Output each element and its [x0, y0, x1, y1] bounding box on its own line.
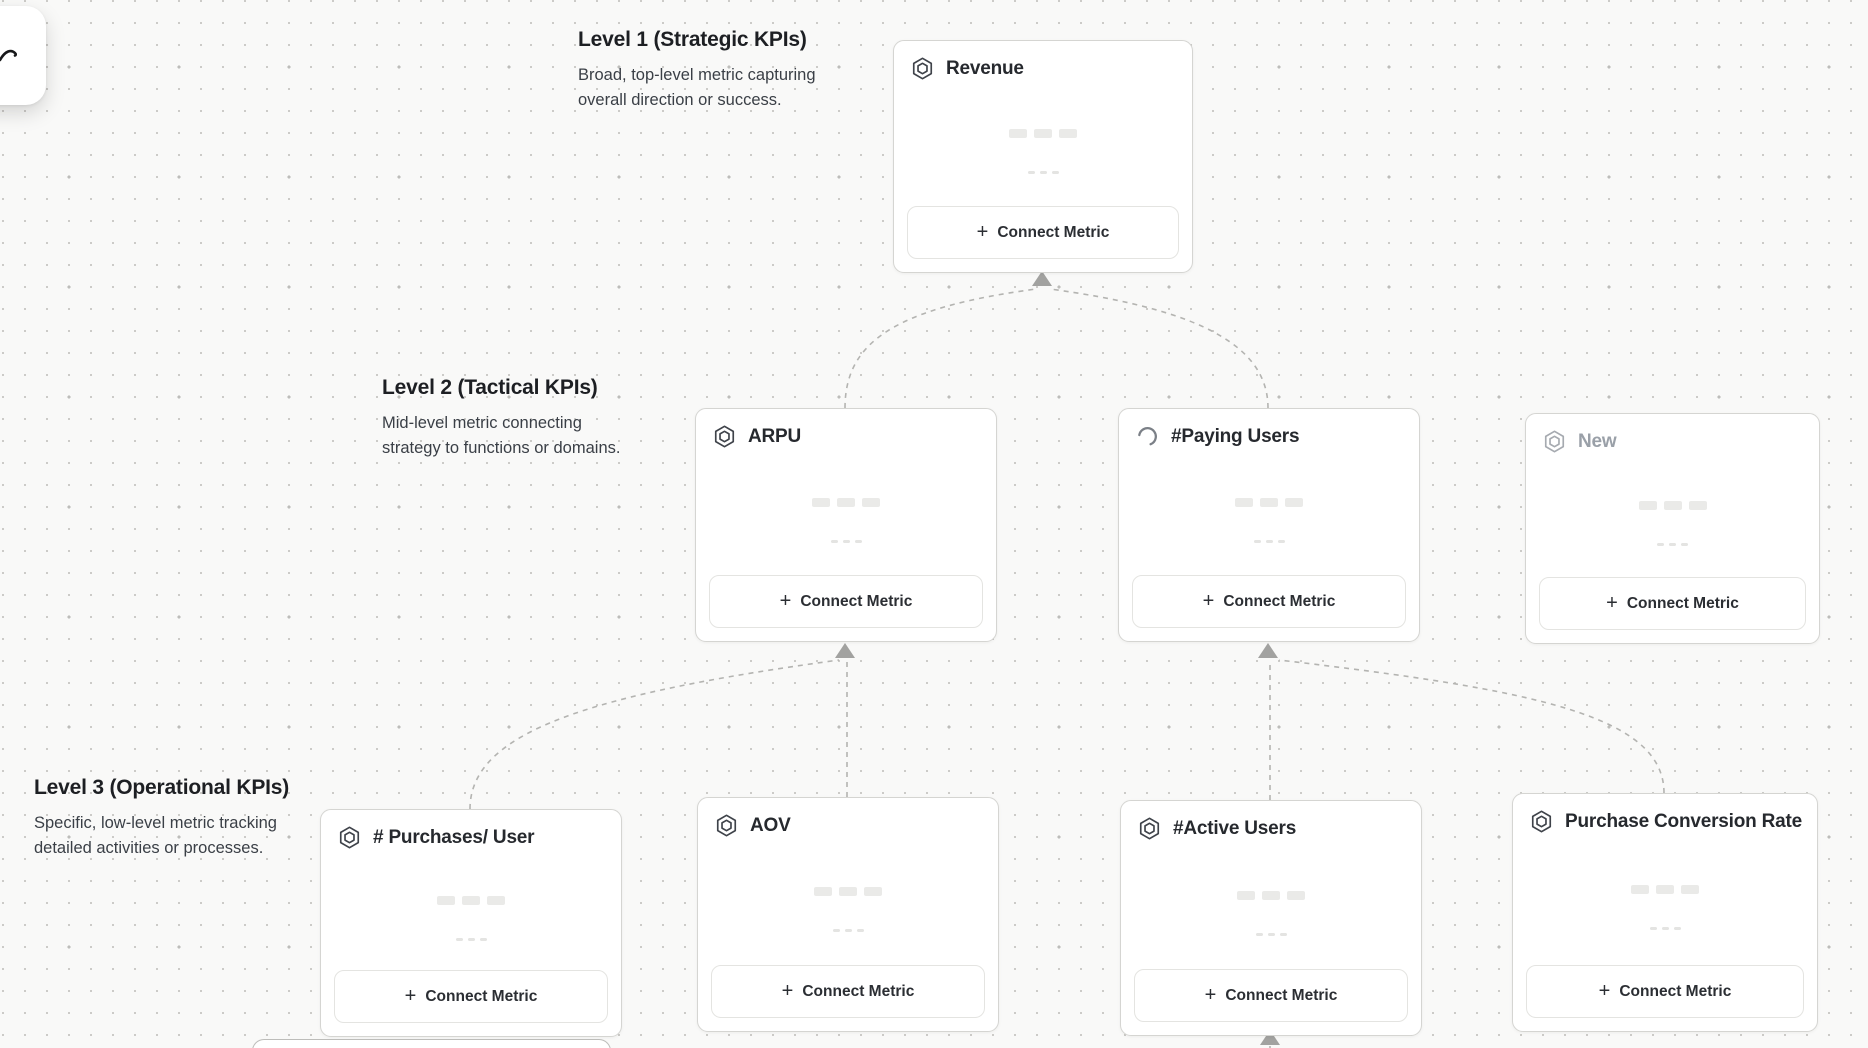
connect-metric-label: Connect Metric	[800, 592, 913, 610]
scribble-icon	[0, 40, 24, 71]
connect-metric-button[interactable]: + Connect Metric	[1526, 965, 1804, 1018]
chart-skeleton	[698, 858, 998, 961]
metric-card-title: #Paying Users	[1171, 425, 1300, 447]
connect-metric-label: Connect Metric	[1626, 594, 1739, 612]
plus-icon: +	[404, 984, 417, 1007]
metric-card-title: AOV	[750, 814, 791, 836]
level-1-annotation: Level 1 (Strategic KPIs) Broad, top-leve…	[578, 28, 830, 113]
spinner-icon	[1135, 424, 1160, 449]
connect-metric-button[interactable]: + Connect Metric	[711, 965, 985, 1018]
plus-icon: +	[1598, 979, 1611, 1002]
connect-metric-button[interactable]: + Connect Metric	[907, 206, 1179, 259]
edge-pcr-to-paying-users	[1278, 659, 1665, 794]
hexagon-icon	[1542, 429, 1567, 454]
metric-card-title: Purchase Conversion Rate	[1565, 810, 1803, 832]
chart-skeleton	[696, 469, 996, 571]
metric-card-revenue[interactable]: Revenue + Connect Metric	[893, 40, 1193, 273]
connect-metric-button[interactable]: + Connect Metric	[334, 970, 608, 1023]
metric-card-title: ARPU	[748, 425, 802, 447]
metric-card-paying-users[interactable]: #Paying Users + Connect Metric	[1118, 408, 1420, 642]
level-2-title: Level 2 (Tactical KPIs)	[382, 376, 598, 399]
chart-skeleton	[1513, 854, 1817, 961]
metric-card-partial-bottom[interactable]	[252, 1039, 611, 1048]
plus-icon: +	[781, 979, 794, 1002]
plus-icon: +	[1606, 591, 1618, 614]
level-3-annotation: Level 3 (Operational KPIs) Specific, low…	[34, 776, 308, 861]
chart-skeleton	[321, 870, 621, 966]
chart-skeleton	[1526, 474, 1819, 573]
metric-card-new[interactable]: New + Connect Metric	[1525, 413, 1820, 644]
metric-card-aov[interactable]: AOV + Connect Metric	[697, 797, 999, 1032]
metric-card-arpu[interactable]: ARPU + Connect Metric	[695, 408, 997, 642]
connect-metric-button[interactable]: + Connect Metric	[1134, 969, 1408, 1022]
plus-icon: +	[779, 589, 792, 612]
metric-card-title: New	[1578, 430, 1617, 452]
connect-metric-button[interactable]: + Connect Metric	[1539, 577, 1806, 630]
connect-metric-label: Connect Metric	[425, 987, 538, 1005]
chart-skeleton	[1119, 469, 1419, 571]
metric-card-active-users[interactable]: #Active Users + Connect Metric	[1120, 800, 1422, 1036]
level-2-annotation: Level 2 (Tactical KPIs) Mid-level metric…	[382, 376, 638, 461]
metric-card-purchase-conversion-rate[interactable]: Purchase Conversion Rate + Connect Metri…	[1512, 793, 1818, 1032]
connect-metric-label: Connect Metric	[1619, 982, 1732, 1000]
connect-metric-label: Connect Metric	[802, 982, 915, 1000]
floating-panel[interactable]	[0, 6, 46, 105]
hexagon-icon	[1529, 809, 1554, 834]
connect-metric-label: Connect Metric	[1225, 986, 1338, 1004]
edge-purchases-to-arpu	[469, 659, 840, 810]
level-3-description: Specific, low-level metric tracking deta…	[34, 814, 277, 857]
arrowhead-arpu	[835, 643, 855, 658]
edge-paying-users-to-revenue	[1049, 288, 1269, 409]
hexagon-icon	[337, 825, 362, 850]
hexagon-icon	[910, 56, 935, 81]
metric-card-title: Revenue	[946, 57, 1024, 79]
plus-icon: +	[1202, 589, 1215, 612]
metric-card-title: #Active Users	[1173, 817, 1297, 839]
connect-metric-button[interactable]: + Connect Metric	[709, 575, 983, 628]
arrowhead-paying-users	[1258, 643, 1278, 658]
metric-card-title: # Purchases/ User	[373, 826, 535, 848]
plus-icon: +	[1204, 983, 1217, 1006]
chart-skeleton	[1121, 861, 1421, 965]
hexagon-icon	[714, 813, 739, 838]
hexagon-icon	[1137, 816, 1162, 841]
arrowhead-revenue	[1032, 271, 1052, 286]
level-3-title: Level 3 (Operational KPIs)	[34, 776, 290, 799]
level-1-title: Level 1 (Strategic KPIs)	[578, 28, 807, 51]
hexagon-icon	[712, 424, 737, 449]
edge-arpu-to-revenue	[844, 288, 1037, 409]
chart-skeleton	[894, 101, 1192, 202]
metric-card-purchases-per-user[interactable]: # Purchases/ User + Connect Metric	[320, 809, 622, 1037]
plus-icon: +	[976, 220, 989, 243]
connect-metric-label: Connect Metric	[997, 223, 1110, 241]
level-1-description: Broad, top-level metric capturing overal…	[578, 66, 816, 109]
connect-metric-button[interactable]: + Connect Metric	[1132, 575, 1406, 628]
connect-metric-label: Connect Metric	[1223, 592, 1336, 610]
level-2-description: Mid-level metric connecting strategy to …	[382, 414, 621, 457]
